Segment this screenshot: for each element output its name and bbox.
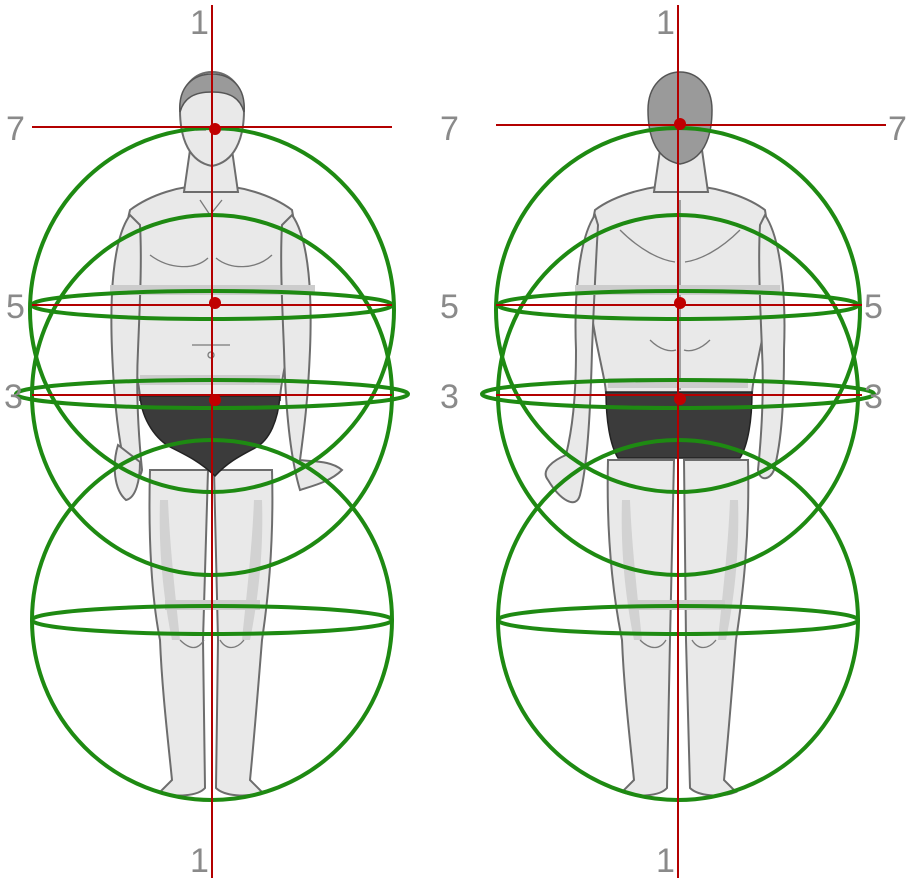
front-head-label: 7 [6, 110, 25, 148]
back-axis-bottom-label: 1 [656, 842, 675, 878]
front-axis-top-label: 1 [190, 4, 209, 42]
back-pelvis-label-left: 3 [440, 378, 459, 416]
back-figure: 1 1 7 7 5 5 3 3 [440, 4, 907, 878]
back-body [544, 71, 786, 797]
back-head-label-left: 7 [440, 110, 459, 148]
front-pelvis-label: 3 [4, 378, 23, 416]
back-head-joint [674, 118, 686, 130]
front-axis-bottom-label: 1 [190, 842, 209, 878]
front-head-joint [209, 123, 221, 135]
front-chest-joint [209, 297, 221, 309]
front-figure: 1 1 7 5 3 [4, 4, 410, 878]
front-body [110, 70, 344, 797]
back-head-label-right: 7 [888, 110, 907, 148]
back-pelvis-joint [674, 393, 686, 405]
back-chest-label-left: 5 [440, 288, 459, 326]
back-chest-joint [674, 297, 686, 309]
back-chest-label-right: 5 [864, 288, 883, 326]
back-axis-top-label: 1 [656, 4, 675, 42]
back-pelvis-label-right: 3 [864, 378, 883, 416]
front-pelvis-joint [209, 394, 221, 406]
front-chest-label: 5 [6, 288, 25, 326]
